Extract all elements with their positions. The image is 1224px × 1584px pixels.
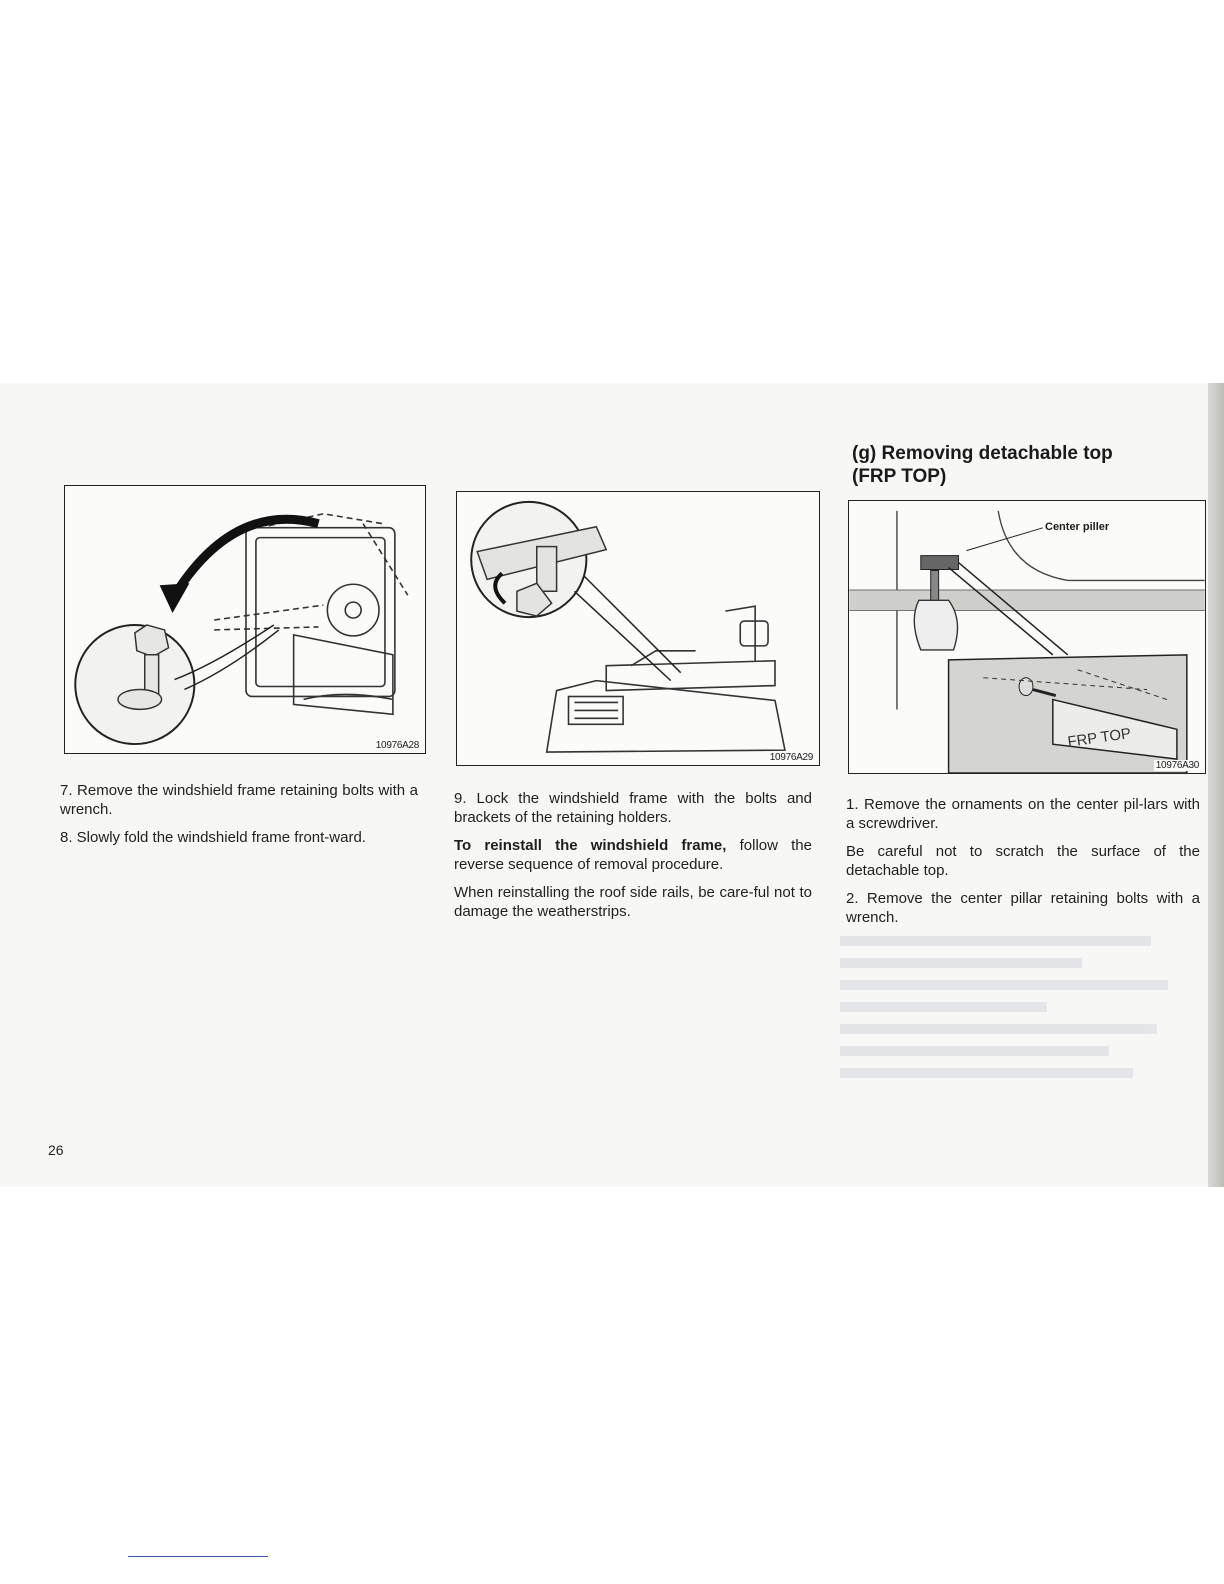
caution-note: Be careful not to scratch the surface of… bbox=[846, 843, 1200, 879]
reinstall-rest: follow the reverse sequence of removal p… bbox=[454, 837, 812, 873]
reinstall-bold: To reinstall the windshield frame, bbox=[454, 837, 727, 854]
figure-code: 10976A30 bbox=[1153, 760, 1201, 771]
reinstall-note: To reinstall the windshield frame, follo… bbox=[454, 836, 812, 874]
right-column-text: 1. Remove the ornaments on the center pi… bbox=[846, 795, 1200, 936]
left-column-text: 7. Remove the windshield frame retaining… bbox=[60, 781, 418, 856]
footer-rule bbox=[128, 1556, 268, 1557]
page-edge-shadow bbox=[1208, 383, 1224, 1187]
figure-windshield-fold: 10976A28 bbox=[64, 485, 426, 754]
weatherstrip-note: When reinstalling the roof side rails, b… bbox=[454, 884, 812, 920]
section-title: (g) Removing detachable top (FRP TOP) bbox=[852, 442, 1182, 488]
step-8: 8. Slowly fold the windshield frame fron… bbox=[60, 829, 366, 846]
page-number: 26 bbox=[48, 1142, 64, 1158]
figure-code: 10976A28 bbox=[373, 740, 421, 751]
section-title-line2: (FRP TOP) bbox=[852, 466, 947, 487]
lock-frame-illustration bbox=[470, 500, 786, 753]
middle-column-text: 9. Lock the windshield frame with the bo… bbox=[454, 789, 812, 930]
step-7: 7. Remove the windshield frame retaining… bbox=[60, 782, 418, 818]
figure-code: 10976A29 bbox=[767, 752, 815, 763]
section-title-line1: (g) Removing detachable top bbox=[852, 443, 1113, 464]
callout-center-piller: Center piller bbox=[1045, 521, 1110, 533]
step-1: 1. Remove the ornaments on the center pi… bbox=[846, 796, 1200, 832]
step-2: 2. Remove the center pillar retaining bo… bbox=[846, 890, 1200, 926]
detachable-top-illustration: FRP TOP bbox=[849, 510, 1205, 773]
step-9: 9. Lock the windshield frame with the bo… bbox=[454, 790, 812, 826]
figure-detachable-top: FRP TOP Center piller 10976A30 bbox=[848, 500, 1206, 774]
figure-lock-frame: 10976A29 bbox=[456, 491, 820, 766]
windshield-fold-illustration bbox=[74, 512, 409, 746]
bleed-through-text bbox=[840, 930, 1185, 1090]
